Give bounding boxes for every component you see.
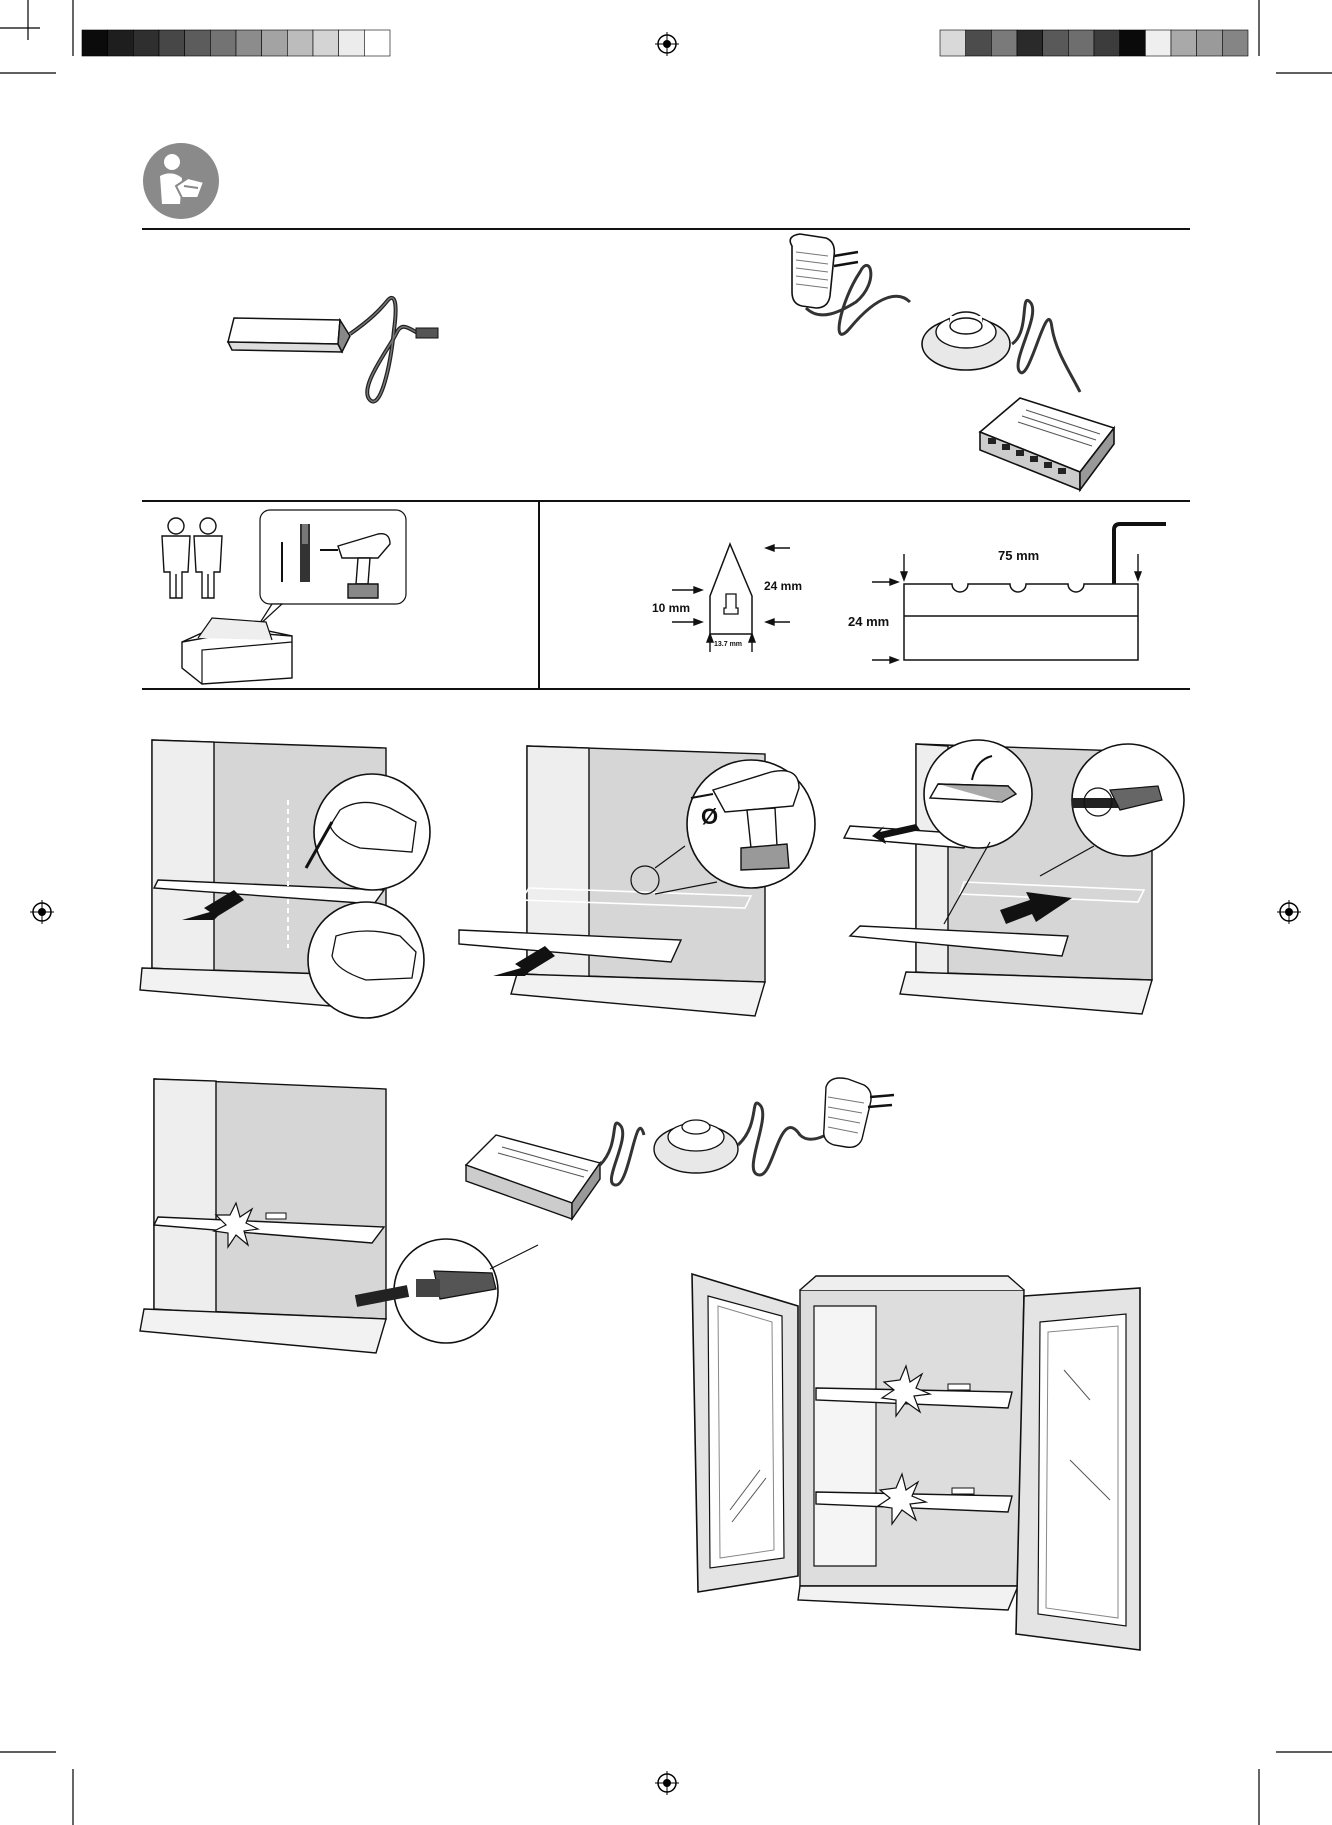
color-bar-right xyxy=(940,30,1248,56)
color-swatch xyxy=(940,30,966,56)
color-swatch xyxy=(108,30,134,56)
color-swatch xyxy=(1043,30,1069,56)
panel-divider xyxy=(538,502,540,688)
color-swatch xyxy=(1094,30,1120,56)
groove-depth-label: 24 mm xyxy=(764,579,802,593)
section-rule xyxy=(142,688,1190,690)
led-strip-icon xyxy=(930,784,1016,802)
finished-cabinet xyxy=(690,1260,1150,1650)
distributor-box-icon xyxy=(980,398,1114,490)
power-adapter-icon xyxy=(824,1078,894,1147)
connector-plug-icon xyxy=(416,328,438,338)
color-swatch xyxy=(1068,30,1094,56)
registration-mark-icon xyxy=(30,900,54,924)
color-swatch xyxy=(1120,30,1146,56)
registration-mark-icon xyxy=(1277,900,1301,924)
color-swatch xyxy=(339,30,365,56)
color-swatch xyxy=(262,30,288,56)
color-swatch xyxy=(1197,30,1223,56)
shelf-spacing-label: 75 mm xyxy=(998,548,1039,563)
color-swatch xyxy=(210,30,236,56)
screwdriver-icon xyxy=(300,524,310,582)
registration-mark-icon xyxy=(655,32,679,56)
toolbox-icon xyxy=(182,618,292,684)
color-swatch xyxy=(364,30,390,56)
groove-profile-diagram: 24 mm 10 mm 13.7 mm xyxy=(640,540,820,660)
color-swatch xyxy=(1171,30,1197,56)
header-rule xyxy=(142,228,1190,230)
color-swatch xyxy=(966,30,992,56)
two-persons-icon xyxy=(162,518,222,598)
color-bar-left xyxy=(82,30,390,56)
color-swatch xyxy=(1017,30,1043,56)
color-swatch xyxy=(133,30,159,56)
color-swatch xyxy=(159,30,185,56)
power-kit xyxy=(780,232,1120,500)
color-swatch xyxy=(82,30,108,56)
diameter-symbol: Ø xyxy=(701,804,718,829)
step-insert-strip xyxy=(840,740,1190,1030)
color-swatch xyxy=(1222,30,1248,56)
shelf-spacing-diagram: 75 mm 24 mm xyxy=(840,520,1180,670)
shelf-height-label: 24 mm xyxy=(848,614,889,629)
led-strip-icon xyxy=(228,318,350,352)
distributor-box-icon xyxy=(466,1135,600,1219)
groove-width-label: 10 mm xyxy=(652,601,690,615)
led-strip-with-cable xyxy=(220,290,450,420)
foot-switch-icon xyxy=(654,1120,738,1173)
step-mark-shelf xyxy=(140,740,440,1030)
registration-mark-icon xyxy=(655,1771,679,1795)
read-manual-icon xyxy=(142,142,220,220)
color-swatch xyxy=(287,30,313,56)
slot-width-label: 13.7 mm xyxy=(714,641,742,648)
step-drill-holes: Ø xyxy=(455,740,835,1030)
color-swatch xyxy=(236,30,262,56)
color-swatch xyxy=(991,30,1017,56)
foot-switch-icon xyxy=(922,312,1010,370)
color-swatch xyxy=(185,30,211,56)
color-swatch xyxy=(1145,30,1171,56)
color-swatch xyxy=(313,30,339,56)
tools-panel xyxy=(142,502,538,688)
